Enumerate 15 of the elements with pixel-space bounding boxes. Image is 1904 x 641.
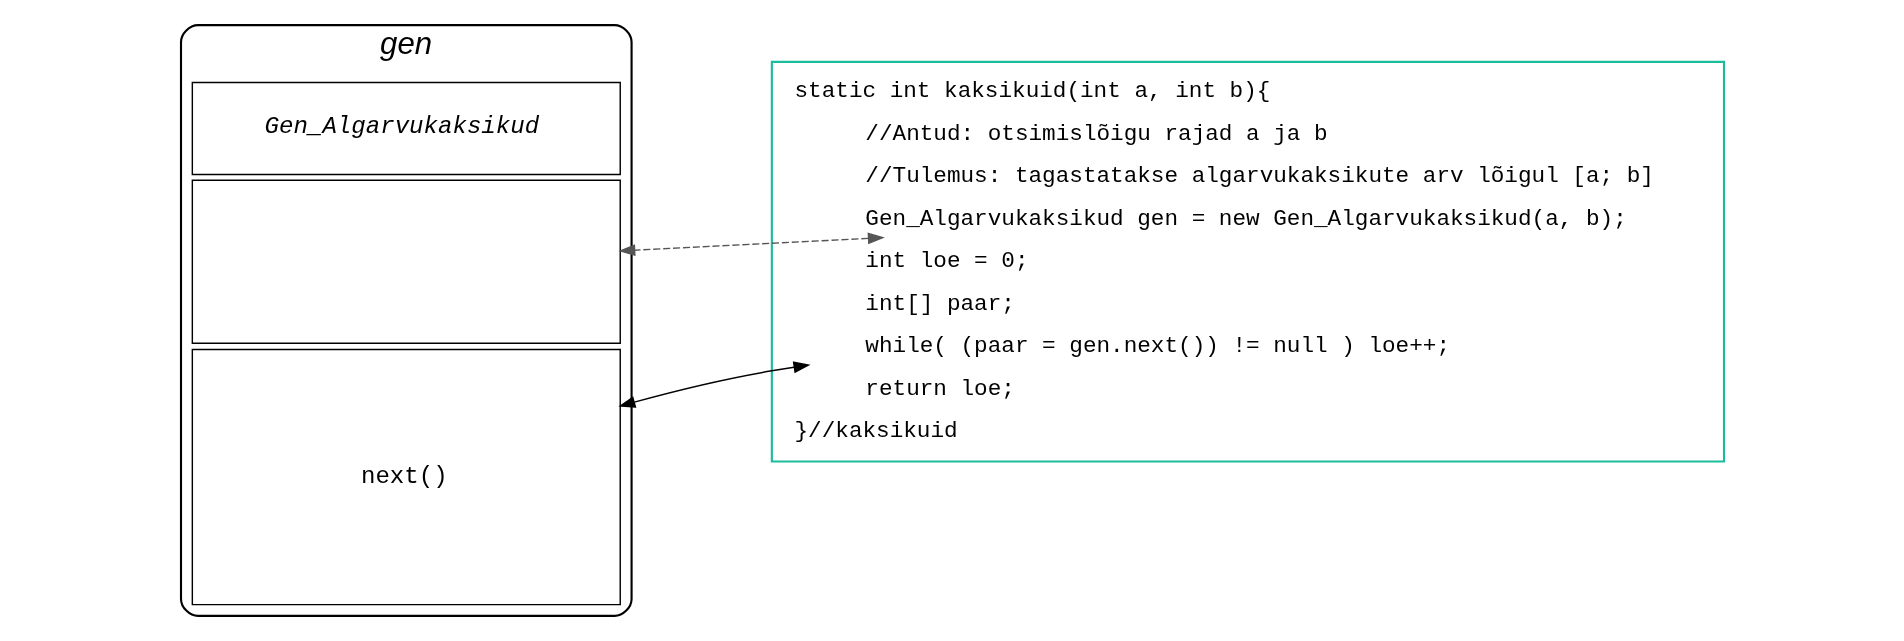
node-text: while( (paar = gen.next()) != null ) loe++; xyxy=(864,333,1450,360)
node-text: Gen_Algarvukaksikud gen = new Gen_Algarvukaksikud(a, b); xyxy=(864,205,1627,232)
node-box: next() xyxy=(191,348,621,606)
node-text: int[] paar; xyxy=(864,290,1015,317)
arrow xyxy=(617,232,885,257)
node-text: int loe = 0; xyxy=(864,248,1029,275)
node-text: return loe; xyxy=(864,375,1015,402)
node-text: //Tulemus: tagastatakse algarvukaksikute arv lõigul [a; b] xyxy=(864,163,1654,190)
node-box: Gen_Algarvukaksikud xyxy=(191,81,621,176)
arrow xyxy=(617,361,810,408)
cluster xyxy=(770,60,1725,463)
node-text: static int kaksikuid(int a, int b){ xyxy=(794,78,1270,105)
node-text: //Antud: otsimislõigu rajad a ja b xyxy=(864,120,1328,147)
node-text: }//kaksikuid xyxy=(794,418,958,445)
node-box xyxy=(191,179,621,344)
